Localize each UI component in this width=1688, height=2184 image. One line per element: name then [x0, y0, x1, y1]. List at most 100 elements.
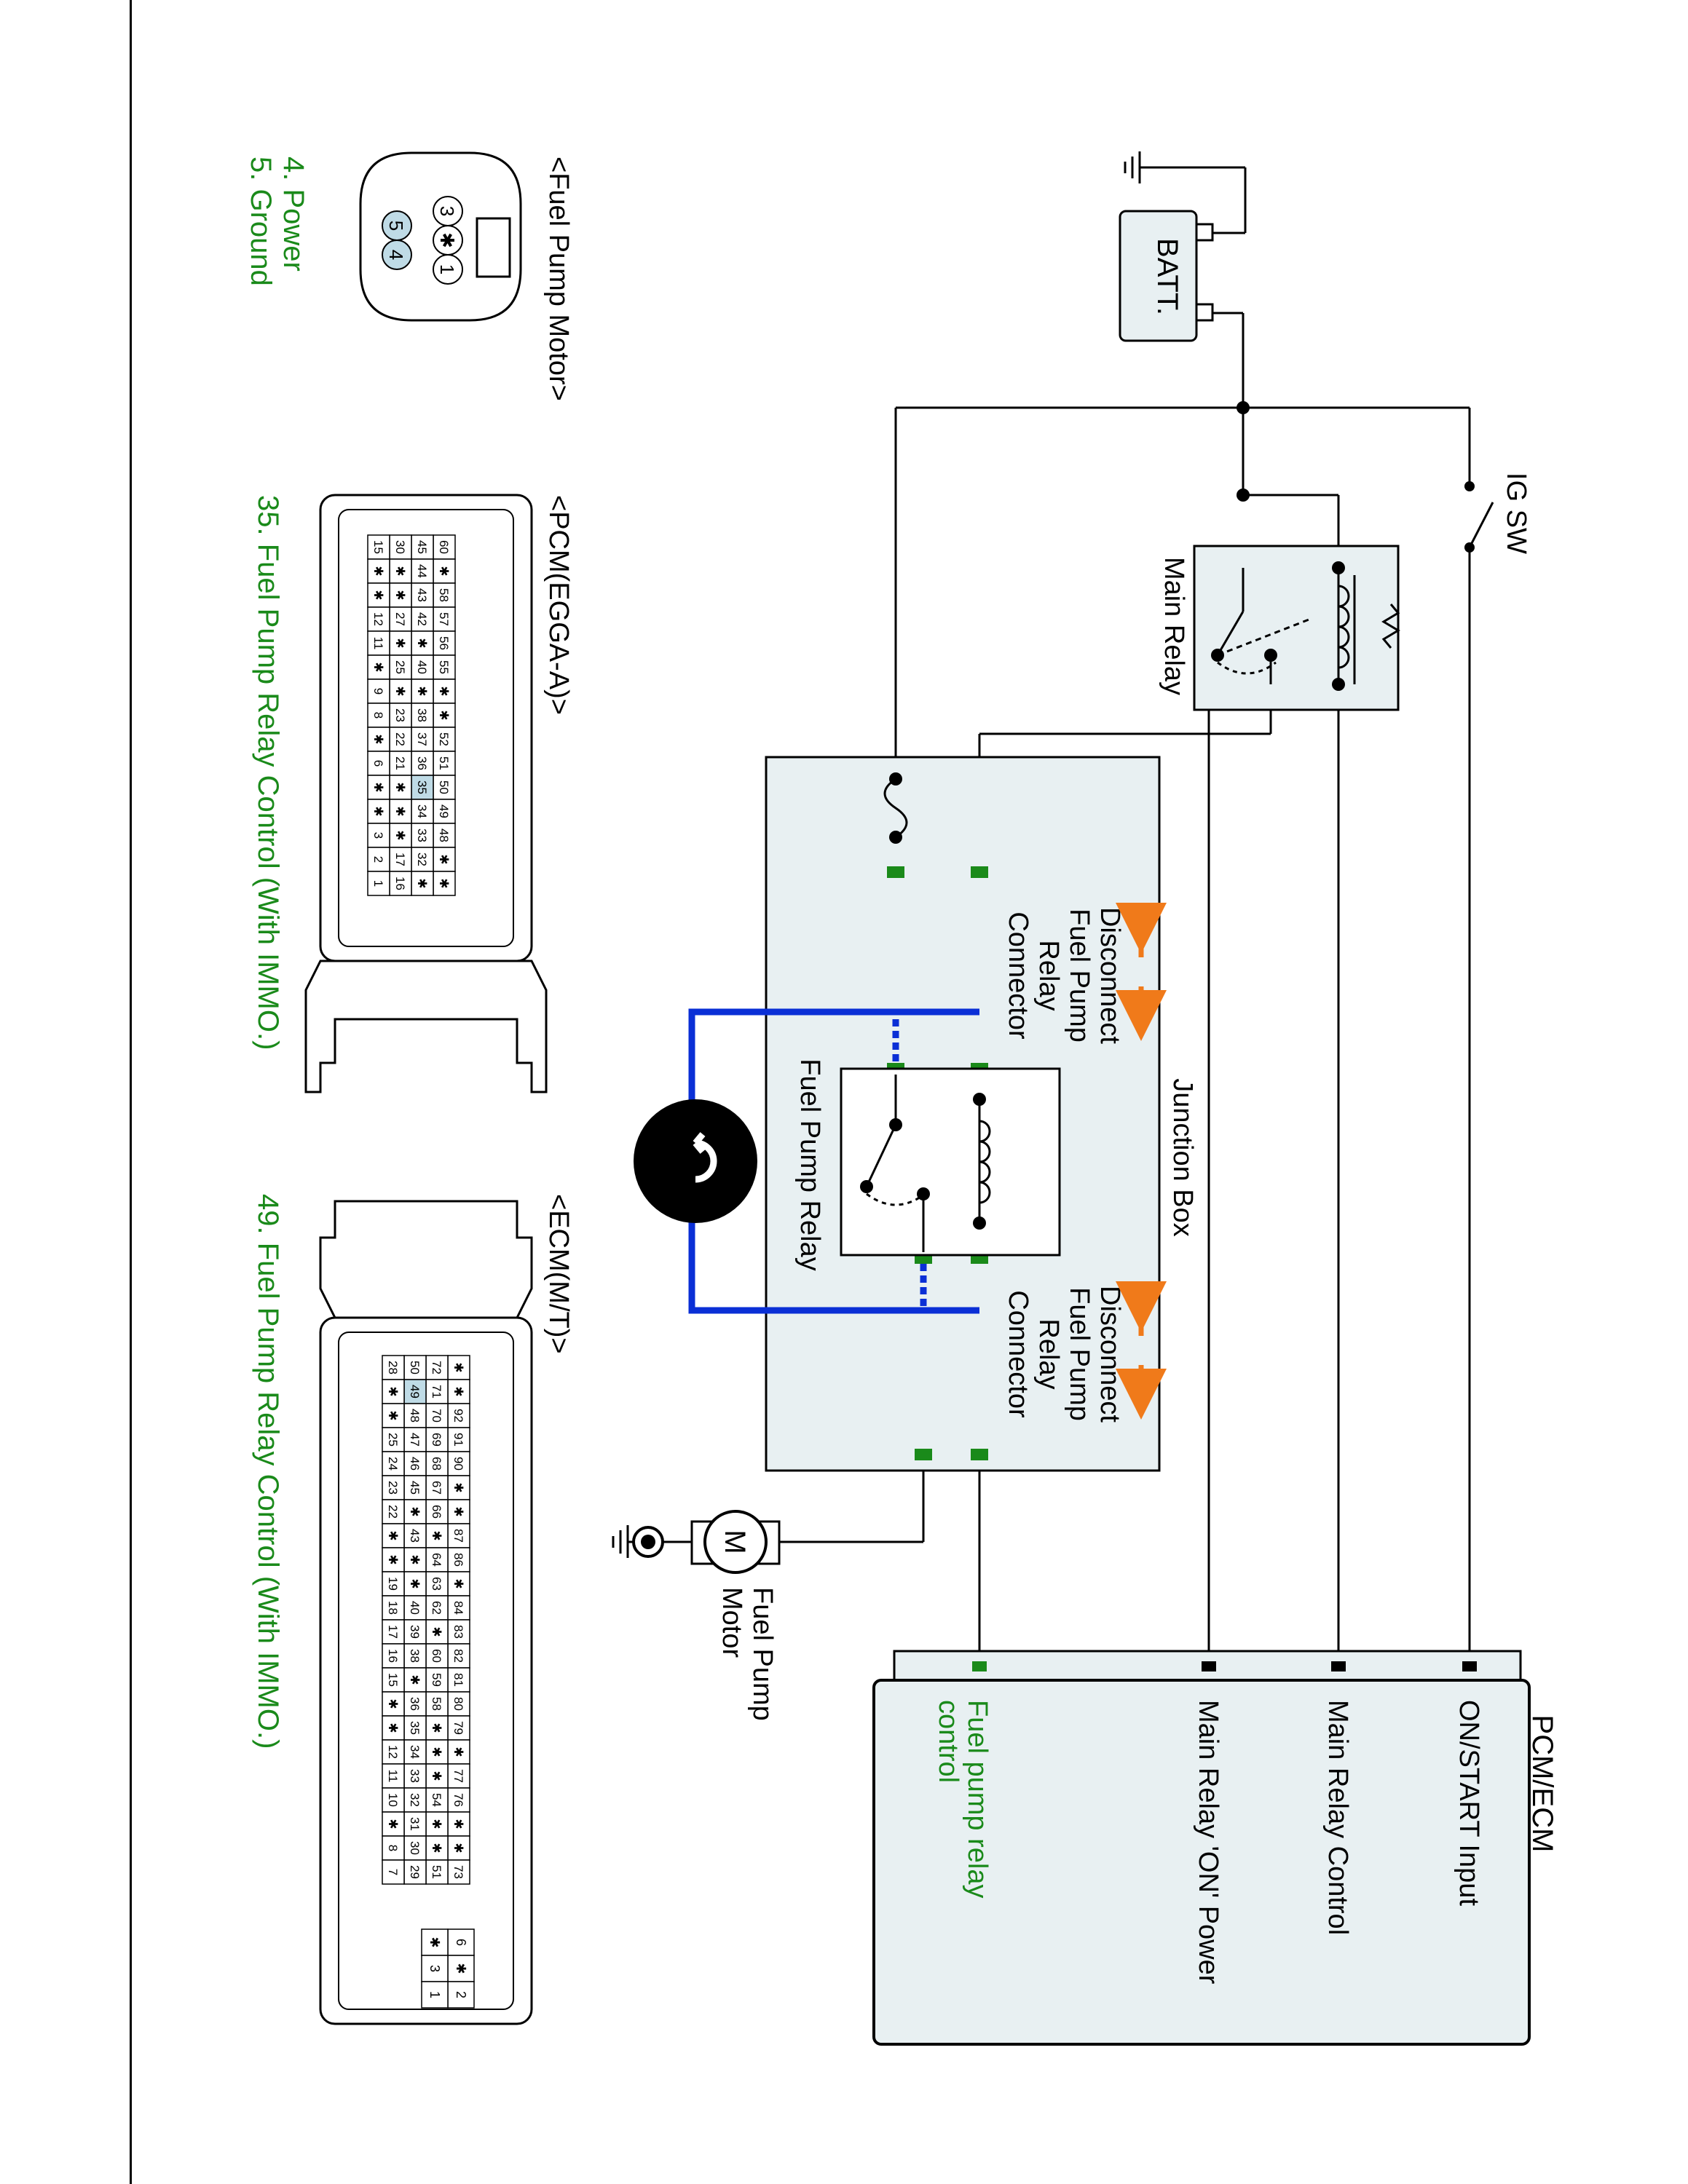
- ecm-pin-label: 40: [408, 1601, 422, 1615]
- fuel-pump-relay: Fuel Pump Relay: [794, 1059, 1061, 1271]
- disconnect-label-1a: Disconnect: [1095, 907, 1125, 1044]
- egga-pin-label: 49: [437, 804, 451, 818]
- egga-pin-cell: [389, 847, 412, 872]
- jumper-tool-icon: [634, 1099, 757, 1223]
- egga-pin-cell: [411, 871, 434, 896]
- ecm-pin-cell: [382, 1451, 405, 1476]
- disconnect-label-1c: Relay: [1033, 940, 1064, 1010]
- egga-pin-cell: [411, 799, 434, 824]
- ecm-pin-label: 92: [451, 1409, 465, 1423]
- ecm-pin-cell: [447, 1859, 470, 1885]
- page-frame: [130, 0, 1688, 2184]
- fp-legend-power: 4. Power: [277, 157, 309, 272]
- disconnect-label-2a: Disconnect: [1095, 1286, 1125, 1423]
- egga-pin-label: 40: [415, 660, 429, 674]
- ecm-pin-label: ✱: [386, 1386, 400, 1396]
- ecm-pin-label: 54: [430, 1793, 443, 1807]
- egga-pin-cell: [389, 751, 412, 776]
- ecm-pin-cell: [447, 1355, 470, 1380]
- disconnect-label-2b: Fuel Pump: [1064, 1287, 1095, 1421]
- egga-pin-cell: [433, 871, 456, 896]
- ecm-pin-label: ✱: [451, 1506, 465, 1516]
- ecm-pin-label: 28: [386, 1361, 400, 1374]
- egga-pin-cell: [411, 727, 434, 752]
- egga-pin-label: ✱: [393, 686, 407, 696]
- disconnect-label-2c: Relay: [1033, 1318, 1064, 1389]
- egga-pin-label: ✱: [437, 710, 451, 720]
- ecm-mt-legend: 49. Fuel Pump Relay Control (With IMMO.): [252, 1194, 284, 1749]
- battery-label: BATT.: [1151, 238, 1183, 315]
- ecm-pin-label: 82: [451, 1649, 465, 1663]
- pcm-input-main-relay-on: Main Relay 'ON' Power: [1193, 1700, 1223, 1985]
- ignition-label: IG SW: [1501, 472, 1531, 554]
- ecm-pin-cell: [425, 1379, 449, 1404]
- ecm-pin-label: 81: [451, 1673, 465, 1687]
- egga-pin-cell: [389, 871, 412, 896]
- egga-pin-label: 17: [393, 852, 407, 866]
- ecm-pin-cell: [425, 1811, 449, 1837]
- pcm-ecm-module: PCM/ECM ON/START Input Main Relay Contro…: [872, 1650, 1558, 2046]
- fp-legend-ground: 5. Ground: [245, 157, 277, 286]
- ecm-pin-label: 47: [408, 1433, 422, 1447]
- fp-pin-3: 3: [436, 206, 458, 216]
- egga-pin-label: ✱: [371, 662, 385, 672]
- ecm-pin-label: 46: [408, 1457, 422, 1471]
- ecm-pin-label: 16: [386, 1649, 400, 1663]
- fp-motor-connector-title: <Fuel Pump Motor>: [543, 157, 574, 401]
- egga-pin-cell: [367, 654, 390, 680]
- egga-pin-label: 1: [371, 880, 385, 887]
- egga-pin-label: 37: [415, 732, 429, 746]
- egga-pin-label: 22: [393, 732, 407, 746]
- junction-dots: [1237, 401, 1250, 502]
- egga-pin-cell: [367, 678, 390, 704]
- ecm-pin-cell: [403, 1859, 427, 1885]
- ecm-pin-label: 69: [430, 1433, 443, 1447]
- egga-pin-label: 32: [415, 852, 429, 866]
- ecm-pin-label: 51: [430, 1865, 443, 1879]
- pcm-input-fp-control-2: control: [933, 1700, 963, 1783]
- egga-pin-label: ✱: [393, 806, 407, 816]
- ecm-pin-cell: [425, 1763, 449, 1789]
- egga-pin-cell: [433, 823, 456, 848]
- ecm-pin-label: ✱: [386, 1530, 400, 1540]
- egga-pin-label: 51: [437, 756, 451, 770]
- ecm-pin-cell: [425, 1547, 449, 1572]
- ecm-pin-label: 11: [386, 1770, 400, 1783]
- main-relay-label: Main Relay: [1159, 557, 1189, 695]
- ecm-pin-label: 48: [408, 1409, 422, 1423]
- ecm-mt-pin-grid: ✱✱929190✱✱8786✱848382818079✱7776✱✱737271…: [382, 1355, 475, 2009]
- egga-pin-cell: [389, 678, 412, 704]
- ecm-pin-label: 12: [386, 1745, 400, 1759]
- ecm-pin-label: ✱: [451, 1578, 465, 1588]
- egga-pin-cell: [411, 630, 434, 656]
- ecm-pin-label: 30: [408, 1841, 422, 1855]
- egga-pin-label: 27: [393, 612, 407, 626]
- ecm-pin-cell: [447, 1667, 470, 1693]
- ecm-pin-label: ✱: [386, 1410, 400, 1420]
- ecm-pin-label: 60: [430, 1649, 443, 1663]
- ecm-pin-label: 24: [386, 1457, 400, 1471]
- fp-pin-1: 1: [436, 264, 458, 274]
- ecm-pin-label: 10: [386, 1793, 400, 1807]
- egga-pin-label: 8: [371, 712, 385, 719]
- pcm-input-on-start: ON/START Input: [1454, 1700, 1484, 1906]
- egga-pin-label: 35: [415, 780, 429, 794]
- ecm-pin-cell: [447, 1739, 470, 1765]
- egga-pin-cell: [367, 630, 390, 656]
- pcm-input-main-relay: Main Relay Control: [1322, 1700, 1353, 1935]
- ecm-pin-label: 58: [430, 1697, 443, 1711]
- ecm-pin-label: 80: [451, 1697, 465, 1711]
- ecm-pin-label: 31: [408, 1817, 422, 1831]
- egga-pin-label: 25: [393, 660, 407, 674]
- egga-pin-label: 34: [415, 804, 429, 818]
- ecm-pin-label: ✱: [386, 1554, 400, 1564]
- ecm-pin-label: 17: [386, 1625, 400, 1639]
- egga-pin-label: ✱: [393, 782, 407, 792]
- ecm-pin-cell: [382, 1715, 405, 1741]
- egga-pin-label: ✱: [371, 590, 385, 600]
- ecm-pin-cell: [382, 1523, 405, 1548]
- ecm-pin-cell: [382, 1547, 405, 1572]
- ignition-switch: IG SW: [1464, 472, 1531, 554]
- egga-pin-label: 60: [437, 540, 451, 554]
